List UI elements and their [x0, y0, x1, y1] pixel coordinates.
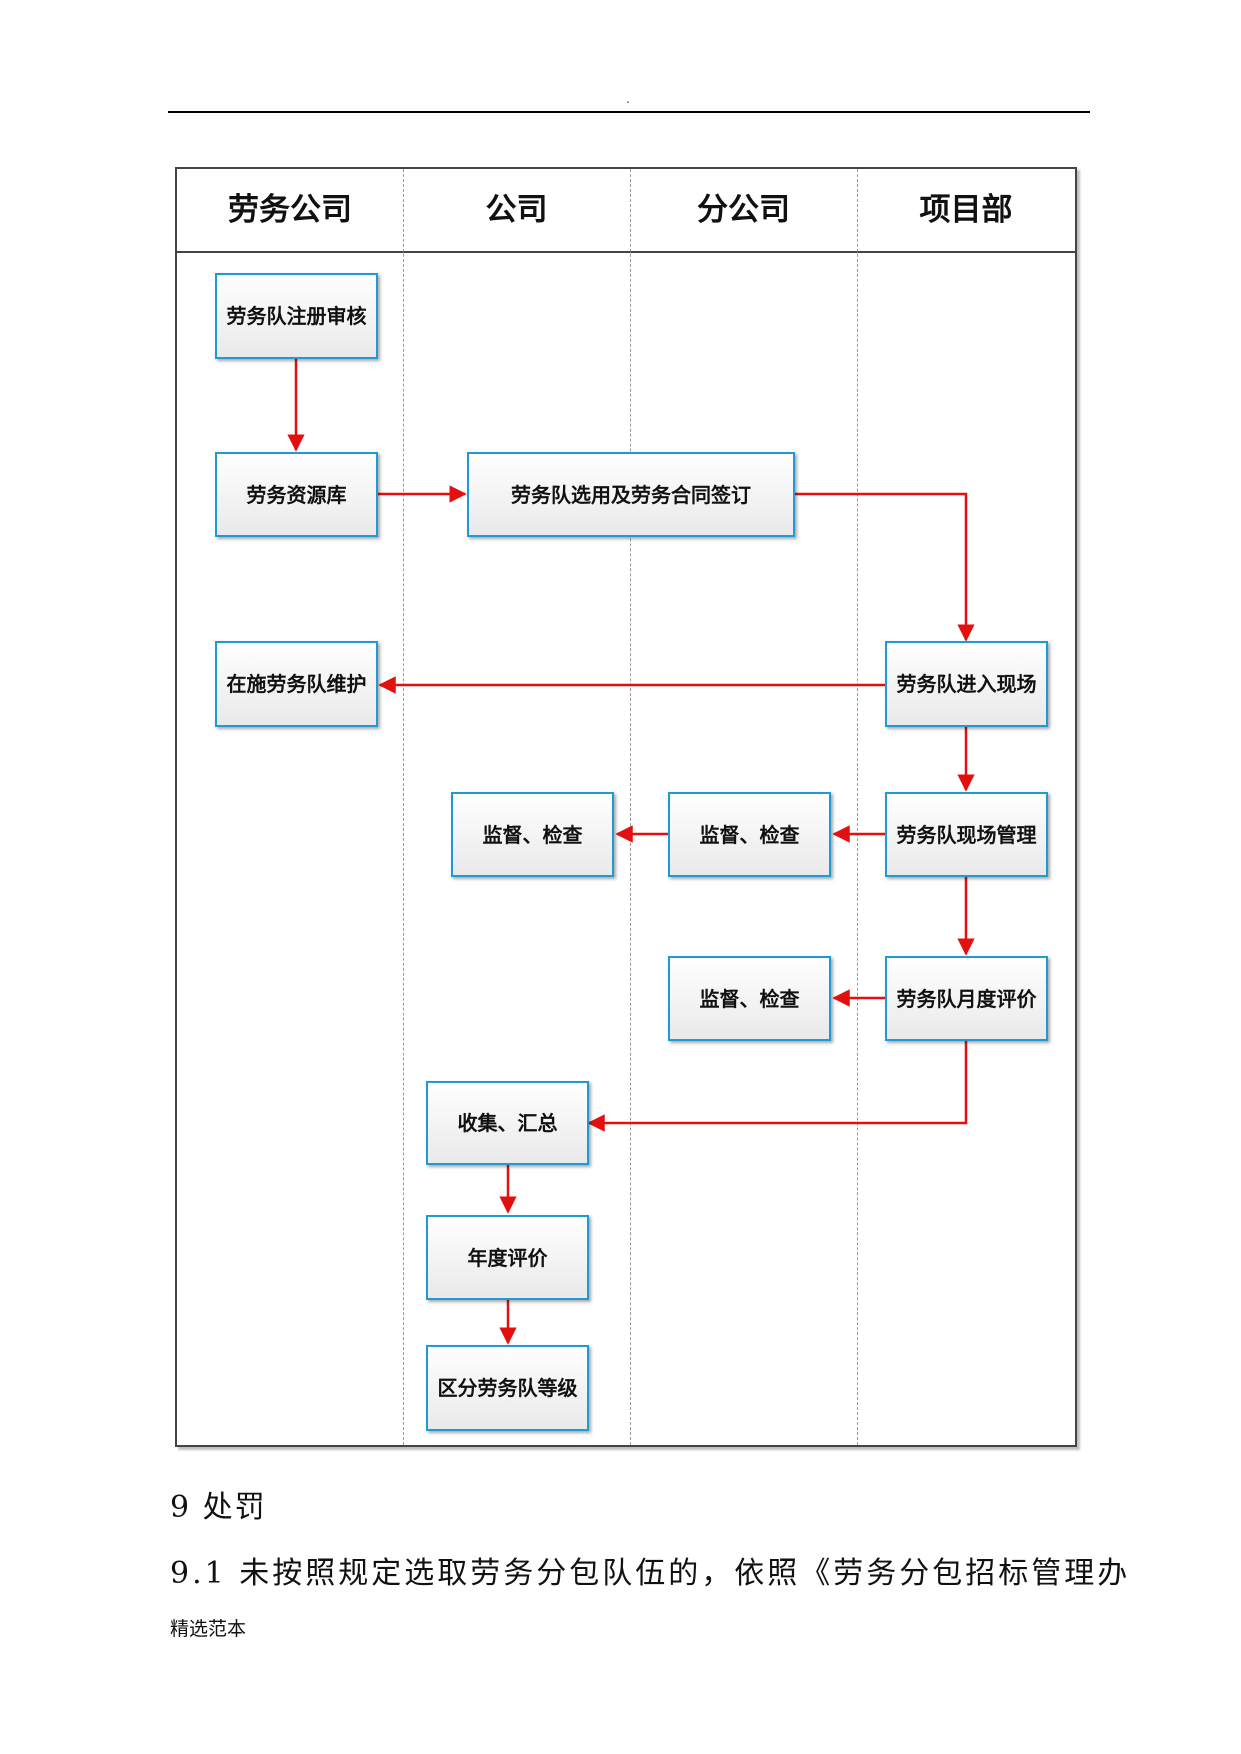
header-rule [168, 111, 1090, 113]
lane-divider [630, 169, 631, 1445]
lane-title-labor-company: 劳务公司 [228, 192, 352, 228]
node-site-management: 劳务队现场管理 [885, 792, 1048, 877]
node-inspect-branch: 监督、检查 [668, 792, 831, 877]
node-resource-pool: 劳务资源库 [215, 452, 378, 537]
arrow-select-to-enter [795, 492, 975, 642]
node-inspect-company: 监督、检查 [451, 792, 614, 877]
node-annual-evaluation: 年度评价 [426, 1215, 589, 1300]
header-dot: . [626, 92, 630, 106]
lane-divider [403, 169, 404, 1445]
node-enter-site: 劳务队进入现场 [885, 641, 1048, 727]
node-maintain-team: 在施劳务队维护 [215, 641, 378, 727]
node-collect-summarize: 收集、汇总 [426, 1081, 589, 1165]
node-register-audit: 劳务队注册审核 [215, 273, 378, 359]
arrow-monthly-eval-to-collect [587, 1041, 968, 1132]
node-inspect-branch-monthly: 监督、检查 [668, 956, 831, 1041]
node-monthly-evaluation: 劳务队月度评价 [885, 956, 1048, 1041]
lane-header-bar [175, 167, 1077, 253]
swimlane-frame [175, 167, 1077, 1447]
node-team-grading: 区分劳务队等级 [426, 1345, 589, 1431]
section-heading: 9 处罚 [170, 1490, 267, 1525]
node-select-contract: 劳务队选用及劳务合同签订 [467, 452, 795, 537]
footer-text: 精选范本 [170, 1618, 247, 1640]
lane-title-project-dept: 项目部 [919, 192, 1013, 228]
lane-title-branch-company: 分公司 [697, 192, 790, 228]
section-paragraph: 9.1 未按照规定选取劳务分包队伍的，依照《劳务分包招标管理办 [170, 1556, 1131, 1591]
lane-title-company: 公司 [485, 192, 548, 228]
lane-divider [857, 169, 858, 1445]
